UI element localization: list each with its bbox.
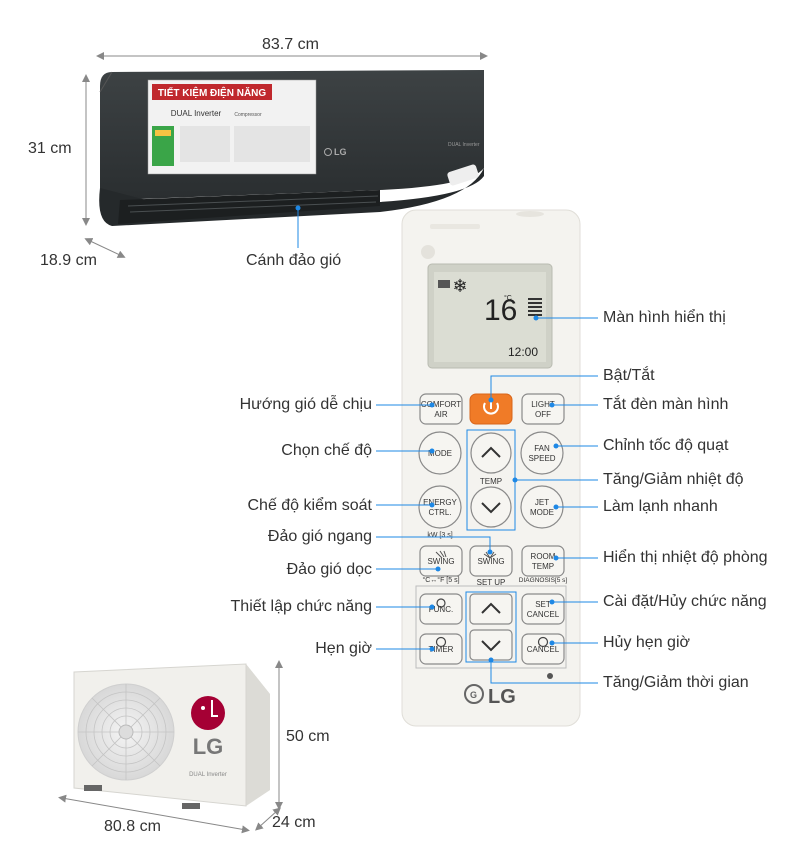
diagnosis-hint: DIAGNOSIS[5 s] <box>519 577 568 584</box>
outdoor-depth-line <box>255 807 281 831</box>
temp-up-button[interactable] <box>470 432 512 474</box>
svg-text:G: G <box>470 690 477 700</box>
side-badge: DUAL Inverter <box>448 142 480 148</box>
outdoor-height-label: 50 cm <box>286 728 330 745</box>
light-off-button-label: LIGHT <box>531 400 555 409</box>
mode-button-label: MODE <box>428 449 452 458</box>
time-up-button[interactable] <box>469 593 513 625</box>
remote-brand: LG <box>488 686 516 708</box>
fan-speed-button-label: FAN <box>534 444 550 453</box>
callout-lines <box>376 317 598 684</box>
swing-vertical-icon <box>435 550 447 559</box>
label-man-hinh: Màn hình hiển thị <box>603 309 726 326</box>
indoor-height-label: 31 cm <box>28 140 72 157</box>
label-canh-dao-gio: Cánh đảo gió <box>246 252 342 269</box>
label-chon-che-do: Chọn chế độ <box>281 442 372 459</box>
fan-speed-button[interactable] <box>520 431 564 475</box>
light-off-button[interactable] <box>521 393 565 425</box>
svg-text:❄: ❄ <box>452 276 467 296</box>
label-che-do-kiem-soat: Chế độ kiểm soát <box>247 497 372 514</box>
jet-mode-button-label: MODE <box>530 508 554 517</box>
indoor-display-window <box>447 164 479 186</box>
energy-ctrl-button-label: CTRL. <box>428 508 451 517</box>
label-dao-gio-doc: Đảo gió dọc <box>286 561 372 578</box>
func-button-label: FUNC. <box>429 605 453 614</box>
comfort-air-button[interactable] <box>419 393 463 425</box>
temp-label: TEMP <box>480 477 502 486</box>
lg-emblem-icon <box>324 148 332 156</box>
sticker-tech-suffix: Compressor <box>234 112 262 118</box>
label-hien-thi-nhiet: Hiển thị nhiệt độ phòng <box>603 549 768 566</box>
outdoor-unit: LG DUAL Inverter <box>73 663 270 809</box>
energy-ctrl-button[interactable] <box>418 485 462 529</box>
alarm-clock-cancel-icon <box>537 636 549 648</box>
swing-horizontal-icon <box>483 551 497 559</box>
jet-mode-button-label: JET <box>535 498 549 507</box>
label-tang-giam-nhiet: Tăng/Giảm nhiệt độ <box>603 471 744 488</box>
label-chinh-toc-do: Chỉnh tốc độ quạt <box>603 437 729 454</box>
remote-lg-emblem-icon <box>464 684 484 704</box>
kw-hint: kW [3 s] <box>427 532 452 539</box>
label-tat-den: Tắt đèn màn hình <box>603 396 729 413</box>
room-temp-button-label: TEMP <box>532 562 554 571</box>
time-down-button[interactable] <box>469 629 513 661</box>
indoor-logo: LG <box>334 147 347 157</box>
set-cancel-button-label: CANCEL <box>527 610 560 619</box>
comfort-air-button-label: COMFORT <box>421 400 461 409</box>
indoor-depth-label: 18.9 cm <box>40 252 97 269</box>
outdoor-width-label: 80.8 cm <box>104 818 161 835</box>
comfort-air-button-label: AIR <box>434 410 448 419</box>
outdoor-lg-emblem-icon <box>191 696 225 730</box>
outdoor-width-line <box>58 794 250 834</box>
cf-hint: °C↔°F [5 s] <box>422 576 459 584</box>
energy-ctrl-button-label: ENERGY <box>423 498 457 507</box>
label-hen-gio: Hẹn giờ <box>315 640 372 657</box>
remote-indicator-led <box>547 673 553 679</box>
outdoor-brand: LG <box>193 734 224 759</box>
room-temp-button[interactable] <box>521 545 565 577</box>
indoor-width-label: 83.7 cm <box>262 36 319 53</box>
label-dao-gio-ngang: Đảo gió ngang <box>267 528 372 545</box>
sticker-tech-text: DUAL Inverter <box>171 109 222 118</box>
indoor-depth-line <box>84 238 126 258</box>
fan-speed-button-label: SPEED <box>528 454 555 463</box>
chevron-down-icon <box>481 640 501 652</box>
label-huy-hen-gio: Hủy hẹn giờ <box>603 634 690 651</box>
label-huong-gio: Hướng gió dễ chịu <box>239 396 372 413</box>
energy-label-text: TIẾT KIỆM ĐIỆN NĂNG <box>158 86 267 99</box>
chevron-up-icon <box>481 602 501 614</box>
label-lam-lanh: Làm lạnh nhanh <box>603 498 718 515</box>
room-temp-button-label: ROOM <box>531 552 556 561</box>
label-tang-giam-thoi-gian: Tăng/Giảm thời gian <box>603 674 749 691</box>
func-button[interactable] <box>419 593 463 625</box>
lcd-unit: °C <box>504 294 512 302</box>
set-cancel-button[interactable] <box>521 593 565 625</box>
chevron-down-icon <box>481 502 501 514</box>
swing-horizontal-button[interactable] <box>469 545 513 577</box>
alarm-clock-icon <box>435 636 447 648</box>
label-bat-tat: Bật/Tắt <box>603 367 655 384</box>
gear-icon <box>436 598 446 608</box>
outdoor-depth-label: 24 cm <box>272 814 316 831</box>
timer-button-label: TIMER <box>429 645 454 654</box>
label-thiet-lap: Thiết lập chức năng <box>230 598 372 615</box>
temp-down-button[interactable] <box>470 486 512 528</box>
lcd-temperature: 16 <box>484 294 517 327</box>
lcd-time: 12:00 <box>508 345 538 359</box>
swing-horizontal-button-label: SWING <box>477 557 504 566</box>
light-off-button-label: OFF <box>535 410 551 419</box>
mode-button[interactable] <box>418 431 462 475</box>
set-up-label: SET UP <box>477 578 506 587</box>
chevron-up-icon <box>481 446 501 458</box>
indoor-unit: TIẾT KIỆM ĐIỆN NĂNG DUAL Inverter Compre… <box>99 70 484 226</box>
callout-dots <box>429 315 559 663</box>
outdoor-tech: DUAL Inverter <box>189 772 227 778</box>
cancel-button-label: CANCEL <box>527 645 560 654</box>
label-cai-dat: Cài đặt/Hủy chức năng <box>603 593 767 610</box>
set-cancel-button-label: SET <box>535 600 551 609</box>
swing-vertical-button-label: SWING <box>427 557 454 566</box>
